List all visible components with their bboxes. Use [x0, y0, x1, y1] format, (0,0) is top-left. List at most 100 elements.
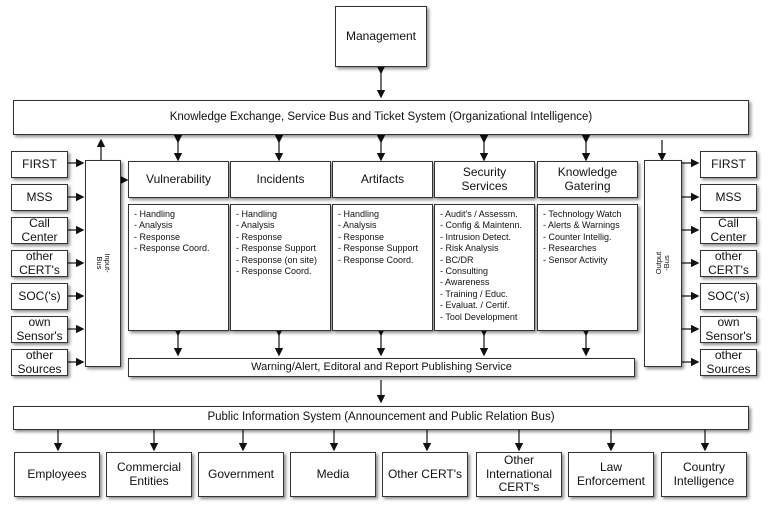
service-header-artifacts: Artifacts: [332, 161, 433, 198]
service-item: - Consulting: [440, 266, 489, 277]
service-item: - Config & Maintenn.: [440, 220, 523, 231]
audience-country-intelligence: Country Intelligence: [661, 452, 747, 497]
service-item: - Response Coord.: [134, 243, 210, 254]
service-items: - Handling- Analysis- Response- Response…: [333, 205, 432, 266]
input-source-label: other Sources: [17, 347, 62, 376]
audience-law-enforcement: Law Enforcement: [568, 452, 654, 497]
output-target-label: SOC('s): [707, 288, 750, 303]
service-item: - Tool Development: [440, 311, 518, 322]
input-source-label: MSS: [26, 189, 53, 204]
input-source-mss: MSS: [11, 184, 68, 211]
service-item: - Response Coord.: [236, 266, 312, 277]
output-target-mss: MSS: [700, 184, 757, 211]
warning-publishing-bar: Warning/Alert, Editoral and Report Publi…: [128, 358, 635, 377]
input-source-label: SOC('s): [18, 288, 61, 303]
input-source-label: other CERT's: [19, 248, 60, 277]
input-source-label: Call Center: [21, 215, 58, 244]
output-target-label: FIRST: [711, 156, 746, 171]
service-item: - Technology Watch: [543, 209, 622, 219]
audience-label: Employees: [27, 466, 87, 481]
service-list-security-services: - Audit's / Assessm.- Config & Maintenn.…: [434, 204, 535, 331]
service-item: - Evaluat. / Certif.: [440, 300, 510, 311]
output-target-label: Call Center: [710, 215, 747, 244]
service-title: Incidents: [256, 171, 305, 186]
service-item: - Awareness: [440, 277, 490, 288]
input-bus-label: Input- Bus: [95, 253, 112, 273]
service-item: - Handling: [338, 209, 380, 219]
service-item: - Response (on site): [236, 254, 318, 265]
service-item: - Response Coord.: [338, 254, 414, 265]
output-target-other-sources: other Sources: [700, 347, 757, 376]
input-source-call-center: Call Center: [11, 215, 68, 244]
management-label: Management: [345, 28, 417, 43]
service-item: - Training / Educ.: [440, 288, 509, 299]
service-items: - Handling- Analysis- Response- Response…: [129, 205, 228, 255]
service-item: - Risk Analysis: [440, 243, 499, 254]
service-header-security-services: Security Services: [434, 161, 535, 198]
service-title: Knowledge Gatering: [557, 164, 618, 193]
output-target-label: own Sensor's: [705, 314, 752, 343]
output-bus-label: Output -Bus: [654, 251, 671, 275]
output-target-soc-s: SOC('s): [700, 283, 757, 310]
audience-employees: Employees: [14, 452, 100, 497]
output-target-label: other CERT's: [708, 248, 749, 277]
service-item: - Alerts & Warnings: [543, 220, 620, 231]
input-source-own-sensor-s: own Sensor's: [11, 314, 68, 343]
service-item: - Analysis: [134, 220, 173, 231]
knowledge-exchange-label: Knowledge Exchange, Service Bus and Tick…: [169, 110, 593, 123]
output-target-own-sensor-s: own Sensor's: [700, 314, 757, 343]
service-item: - Counter Intellig.: [543, 231, 612, 242]
service-item: - Handling: [134, 209, 176, 219]
service-title: Security Services: [461, 164, 508, 193]
output-bus: [644, 160, 682, 367]
output-target-other-cert-s: other CERT's: [700, 248, 757, 277]
service-items: - Audit's / Assessm.- Config & Maintenn.…: [435, 205, 534, 323]
audience-other-cert-s: Other CERT's: [382, 452, 468, 497]
audience-label: Media: [316, 466, 350, 481]
service-title: Vulnerability: [146, 171, 211, 186]
service-items: - Technology Watch- Alerts & Warnings- C…: [538, 205, 637, 266]
output-target-label: other Sources: [706, 347, 751, 376]
service-item: - Handling: [236, 209, 278, 219]
service-item: - Analysis: [338, 220, 377, 231]
service-item: - BC/DR: [440, 254, 474, 265]
service-header-incidents: Incidents: [230, 161, 331, 198]
input-source-other-sources: other Sources: [11, 347, 68, 376]
output-target-label: MSS: [715, 189, 742, 204]
public-information-label: Public Information System (Announcement …: [207, 411, 555, 424]
input-source-other-cert-s: other CERT's: [11, 248, 68, 277]
audience-label: Law Enforcement: [576, 459, 646, 488]
audience-commercial-entities: Commercial Entities: [106, 452, 192, 497]
service-list-vulnerability: - Handling- Analysis- Response- Response…: [128, 204, 229, 331]
output-target-call-center: Call Center: [700, 215, 757, 244]
service-list-knowledge-gatering: - Technology Watch- Alerts & Warnings- C…: [537, 204, 638, 331]
audience-label: Other CERT's: [387, 466, 463, 481]
service-item: - Intrusion Detect.: [440, 231, 512, 242]
knowledge-exchange-bus: Knowledge Exchange, Service Bus and Tick…: [13, 100, 749, 135]
audience-label: Commercial Entities: [116, 459, 181, 488]
audience-other-international-cert-s: Other International CERT's: [476, 452, 562, 497]
audience-government: Government: [198, 452, 284, 497]
service-item: - Response: [236, 231, 283, 242]
warning-publishing-label: Warning/Alert, Editoral and Report Publi…: [251, 361, 512, 374]
audience-media: Media: [290, 452, 376, 497]
input-source-label: FIRST: [22, 156, 57, 171]
input-source-label: own Sensor's: [16, 314, 63, 343]
service-item: - Response Support: [338, 243, 419, 254]
service-item: - Sensor Activity: [543, 254, 608, 265]
public-information-bus: Public Information System (Announcement …: [13, 406, 749, 430]
service-item: - Analysis: [236, 220, 275, 231]
audience-label: Other International CERT's: [485, 452, 553, 495]
audience-label: Country Intelligence: [673, 459, 735, 488]
output-target-first: FIRST: [700, 151, 757, 178]
service-items: - Handling- Analysis- Response - Response…: [231, 205, 330, 277]
service-title: Artifacts: [360, 171, 405, 186]
management-box: Management: [335, 6, 427, 67]
service-list-artifacts: - Handling- Analysis- Response- Response…: [332, 204, 433, 331]
input-source-first: FIRST: [11, 151, 68, 178]
service-header-vulnerability: Vulnerability: [128, 161, 229, 198]
audience-label: Government: [207, 466, 275, 481]
service-item: - Researches: [543, 243, 597, 254]
service-list-incidents: - Handling- Analysis- Response - Response…: [230, 204, 331, 331]
